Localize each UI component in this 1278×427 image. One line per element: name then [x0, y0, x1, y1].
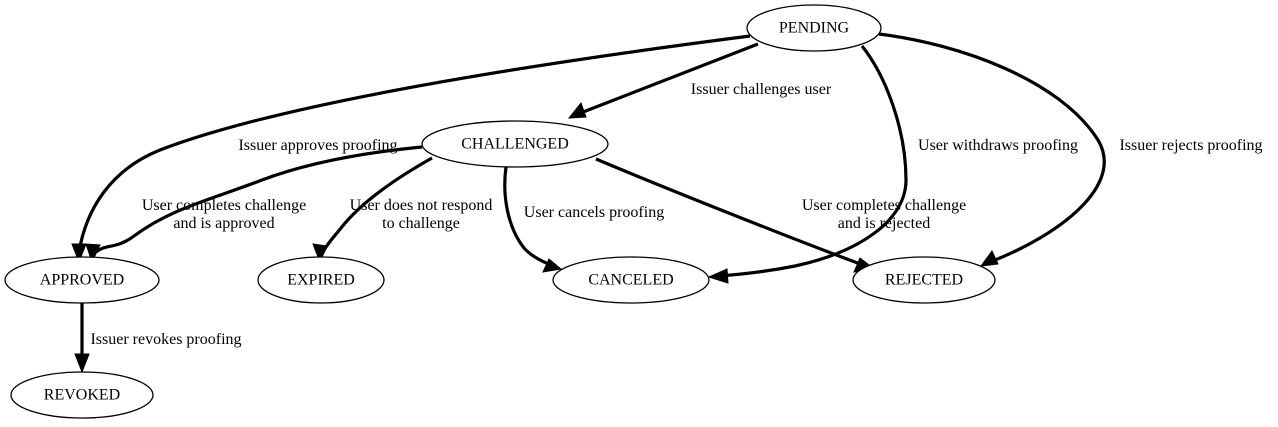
arrowhead-approved-revoked [74, 353, 90, 374]
edge-pending-challenged[interactable]: Issuer challenges user [567, 42, 832, 119]
arrowhead-challenged-expired [312, 243, 328, 264]
arrowhead-pending-rejected [979, 250, 999, 267]
arrowhead-pending-challenged [567, 101, 587, 119]
node-expired[interactable]: EXPIRED [257, 256, 385, 304]
edge-approved-revoked[interactable]: Issuer revokes proofing [74, 303, 242, 374]
edge-path-challenged-expired [321, 156, 433, 253]
edge-label-challenged-rejected-l2: and is rejected [838, 215, 930, 232]
node-label-canceled: CANCELED [588, 272, 673, 289]
node-label-approved: APPROVED [40, 272, 124, 289]
node-label-expired: EXPIRED [287, 272, 355, 289]
edge-pending-canceled[interactable]: User withdraws proofing [707, 45, 1078, 284]
edge-label-challenged-approved-l1: User completes challenge [142, 197, 306, 214]
node-challenged[interactable]: CHALLENGED [421, 120, 609, 168]
node-shape-expired [257, 256, 385, 304]
node-label-challenged: CHALLENGED [461, 136, 569, 153]
edge-pending-approved[interactable]: Issuer approves proofing [71, 34, 751, 264]
edge-path-pending-rejected [878, 32, 1106, 264]
edge-path-challenged-rejected [595, 157, 864, 267]
arrowhead-pending-approved [71, 243, 87, 264]
edge-label-challenged-expired-l2: to challenge [382, 215, 460, 232]
edge-path-pending-approved [77, 34, 751, 253]
node-shape-canceled [552, 256, 710, 304]
node-shape-revoked [10, 371, 154, 419]
edge-path-challenged-canceled [503, 166, 552, 267]
arrowhead-challenged-canceled [542, 258, 563, 273]
edge-label-challenged-rejected-l1: User completes challenge [802, 197, 966, 214]
edge-label-pending-approved: Issuer approves proofing [238, 137, 397, 154]
edge-challenged-canceled[interactable]: User cancels proofing [503, 166, 664, 273]
edge-challenged-expired[interactable]: User does not respond to challenge [312, 156, 493, 264]
edge-label-challenged-canceled: User cancels proofing [524, 204, 664, 221]
edge-challenged-rejected[interactable]: User completes challenge and is rejected [595, 157, 966, 273]
node-approved[interactable]: APPROVED [4, 256, 160, 304]
edge-path-pending-canceled [718, 45, 908, 278]
node-shape-approved [4, 256, 160, 304]
edge-challenged-approved[interactable]: User completes challenge and is approved [85, 145, 423, 264]
node-shape-rejected [852, 256, 996, 304]
node-label-pending: PENDING [779, 20, 850, 37]
node-label-rejected: REJECTED [885, 272, 963, 289]
edge-pending-rejected[interactable]: Issuer rejects proofing [878, 32, 1263, 267]
edge-label-pending-rejected: Issuer rejects proofing [1119, 137, 1262, 154]
edge-label-pending-canceled: User withdraws proofing [918, 137, 1078, 154]
edge-label-approved-revoked: Issuer revokes proofing [90, 331, 241, 348]
edge-path-challenged-approved [94, 145, 423, 254]
arrowhead-challenged-approved [85, 243, 101, 264]
node-shape-challenged [421, 120, 609, 168]
node-shape-pending [746, 4, 882, 52]
edge-label-challenged-expired-l1: User does not respond [350, 197, 493, 214]
edge-label-challenged-approved-l2: and is approved [173, 215, 274, 232]
edge-path-pending-challenged [577, 42, 759, 116]
node-rejected[interactable]: REJECTED [852, 256, 996, 304]
arrowhead-pending-canceled [707, 268, 729, 284]
node-label-revoked: REVOKED [44, 387, 120, 404]
node-revoked[interactable]: REVOKED [10, 371, 154, 419]
edge-label-pending-challenged: Issuer challenges user [691, 81, 832, 98]
node-canceled[interactable]: CANCELED [552, 256, 710, 304]
node-pending[interactable]: PENDING [746, 4, 882, 52]
